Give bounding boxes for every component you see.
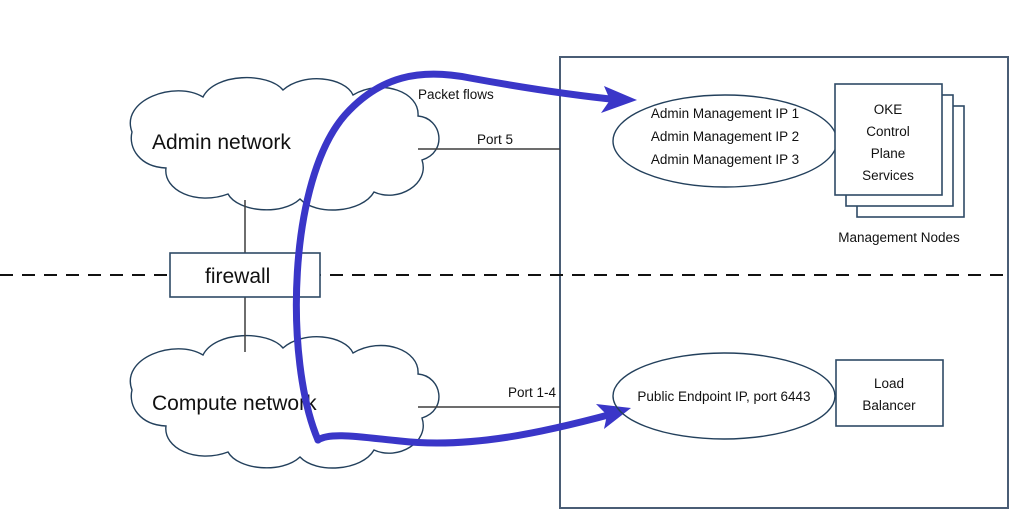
management-nodes-stack: OKE Control Plane Services Management No…	[834, 83, 965, 245]
public-endpoint-label: Public Endpoint IP, port 6443	[637, 389, 810, 404]
packet-flow-arrow-admin	[292, 70, 624, 444]
packet-flow-arrow-compute	[314, 410, 616, 447]
firewall-label: firewall	[205, 265, 270, 288]
management-nodes-caption: Management Nodes	[838, 230, 960, 245]
load-balancer-box: Load Balancer	[835, 359, 944, 427]
management-node-box-front	[834, 83, 943, 196]
admin-management-ip-ellipse: Admin Management IP 1 Admin Management I…	[612, 94, 838, 188]
control-plane-line-3: Plane	[871, 146, 906, 161]
control-plane-line-2: Control	[866, 124, 910, 139]
cloud-admin-network: Admin network	[129, 76, 440, 211]
control-plane-line-4: Services	[862, 168, 914, 183]
control-plane-line-1: OKE	[874, 102, 903, 117]
packet-flow-arrowhead-compute	[596, 404, 631, 429]
compute-cloud-shape	[129, 334, 440, 469]
public-endpoint-ellipse: Public Endpoint IP, port 6443	[612, 352, 836, 440]
cloud-compute-network: Compute network	[129, 334, 440, 469]
packet-flow-arrowhead-admin	[601, 86, 637, 113]
datacenter-boundary-rect	[559, 56, 1009, 509]
load-balancer-line-1: Load	[874, 376, 904, 391]
admin-cloud-shape	[129, 76, 440, 211]
port-5-label: Port 5	[477, 132, 513, 147]
admin-management-ip-1: Admin Management IP 1	[651, 106, 799, 121]
admin-management-ip-3: Admin Management IP 3	[651, 152, 799, 167]
compute-network-label: Compute network	[152, 392, 317, 415]
public-endpoint-ellipse-shape	[612, 352, 836, 440]
packet-flows-label: Packet flows	[418, 87, 494, 102]
admin-network-label: Admin network	[152, 131, 291, 154]
admin-management-ip-2: Admin Management IP 2	[651, 129, 799, 144]
load-balancer-box-rect	[835, 359, 944, 427]
port-1-4-label: Port 1-4	[508, 385, 557, 400]
load-balancer-line-2: Balancer	[862, 398, 916, 413]
